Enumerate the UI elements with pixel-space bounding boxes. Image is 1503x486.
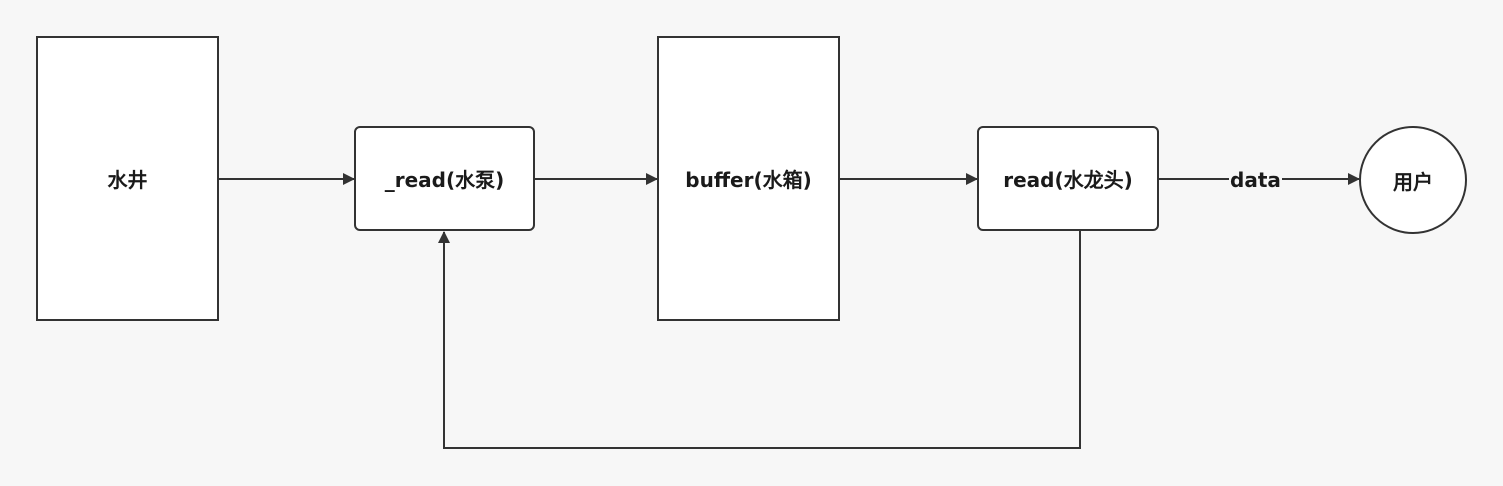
tank-label: buffer(水箱) <box>685 168 812 192</box>
pump-node: _read(水泵) <box>354 126 535 231</box>
tank-node: buffer(水箱) <box>657 36 840 321</box>
user-node: 用户 <box>1359 126 1467 234</box>
faucet-label: read(水龙头) <box>1003 168 1133 192</box>
well-node: 水井 <box>36 36 219 321</box>
faucet-node: read(水龙头) <box>977 126 1159 231</box>
user-label: 用户 <box>1393 169 1433 194</box>
edge-faucet-back-to-pump <box>438 230 1081 449</box>
pump-label: _read(水泵) <box>384 168 505 192</box>
well-label: 水井 <box>107 168 148 192</box>
data-edge-label: data <box>1229 168 1282 192</box>
